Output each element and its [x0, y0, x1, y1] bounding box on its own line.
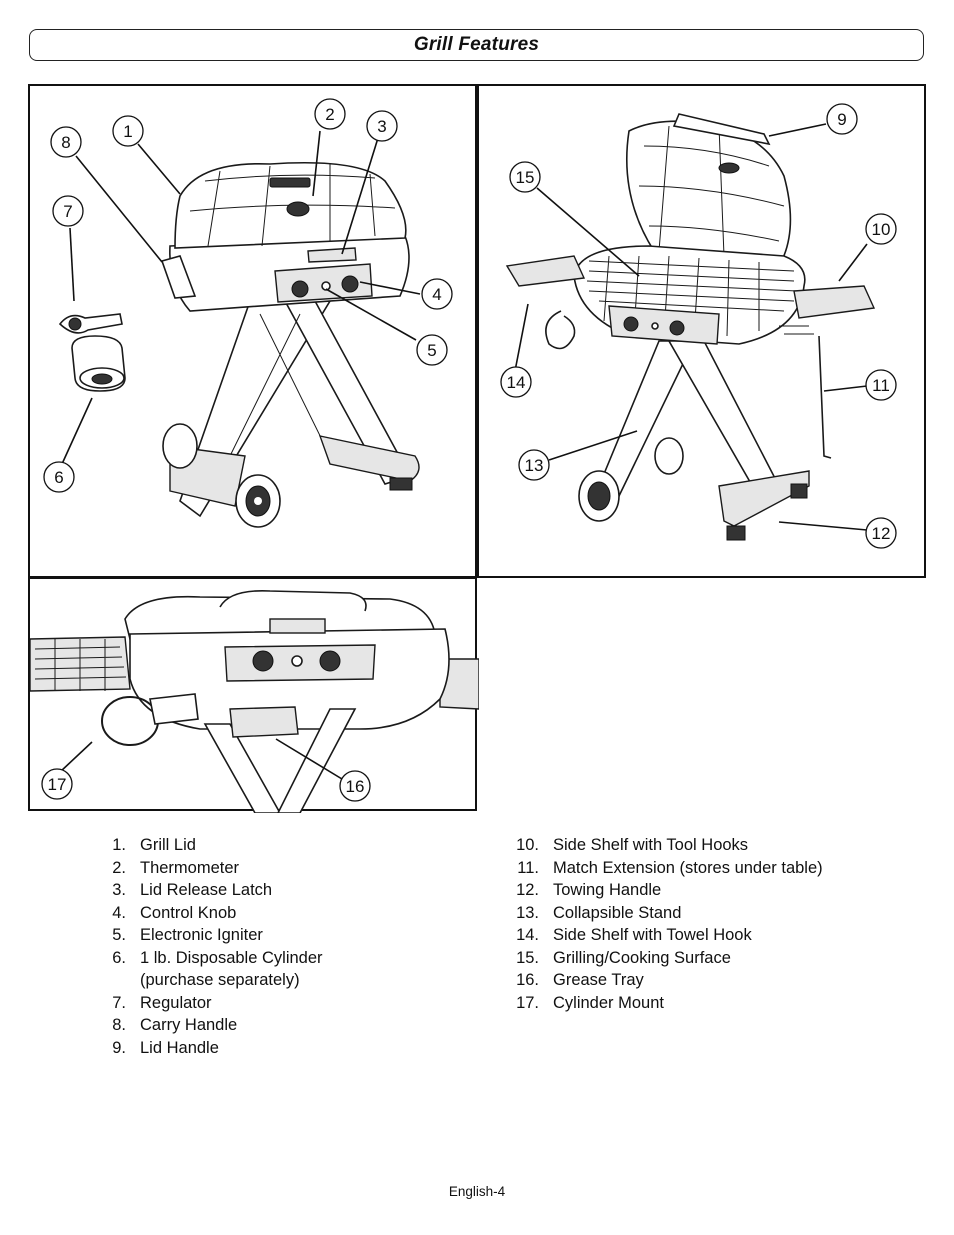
list-item: 17.Cylinder Mount	[516, 993, 664, 1012]
svg-text:4: 4	[432, 285, 441, 304]
svg-text:2: 2	[325, 105, 334, 124]
callout-side-shelf-towel-hook: 14	[500, 366, 532, 398]
callout-cooking-surface: 15	[509, 161, 541, 193]
svg-text:14: 14	[507, 373, 526, 392]
list-item: 2.Thermometer	[112, 858, 240, 877]
list-item: 16.Grease Tray	[516, 971, 644, 989]
callout-towing-handle: 12	[865, 517, 897, 549]
list-item: 3.Lid Release Latch	[112, 881, 273, 899]
svg-text:17: 17	[48, 775, 67, 794]
page-number: English-4	[448, 1184, 506, 1199]
svg-text:12: 12	[872, 524, 891, 543]
svg-text:10: 10	[872, 220, 891, 239]
section-title: Grill Features	[413, 34, 540, 55]
feature-list-right: 10.Side Shelf with Tool Hooks 11.Match E…	[505, 834, 823, 1014]
callout-cylinder-mount: 17	[41, 768, 73, 800]
callout-grill-lid: 1	[112, 115, 144, 147]
list-item: 6.1 lb. Disposable Cylinder	[112, 948, 323, 967]
figure-open-grill: 9 10 11 12 13 14 15	[477, 84, 926, 578]
callout-grease-tray: 16	[339, 770, 371, 802]
list-item: 9.Lid Handle	[112, 1038, 219, 1057]
svg-text:13: 13	[525, 456, 544, 475]
callout-control-knob: 4	[421, 278, 453, 310]
list-item: 12.Towing Handle	[516, 881, 662, 899]
list-item: 7.Regulator	[112, 993, 212, 1012]
svg-text:15: 15	[516, 168, 535, 187]
list-item: 1.Grill Lid	[112, 836, 196, 854]
svg-text:5: 5	[427, 341, 436, 360]
open-grill-illustration: 9 10 11 12 13 14 15	[500, 103, 897, 549]
closed-grill-illustration: 1 2 3 4 5 6 7 8	[43, 98, 453, 528]
callout-thermometer: 2	[314, 98, 346, 130]
figure-closed-grill: 1 2 3 4 5 6 7 8	[28, 84, 477, 578]
figure-grill-underside: 17 16	[28, 577, 479, 813]
svg-text:16: 16	[346, 777, 365, 796]
callout-lid-release-latch: 3	[366, 110, 398, 142]
svg-text:11: 11	[872, 376, 890, 395]
callout-side-shelf-tool-hooks: 10	[865, 213, 897, 245]
list-item: 8.Carry Handle	[112, 1016, 238, 1034]
list-item-continuation: (purchase separately)	[140, 971, 300, 989]
callout-collapsible-stand: 13	[518, 449, 550, 481]
svg-text:1: 1	[123, 122, 132, 141]
callout-match-extension: 11	[865, 369, 897, 401]
callout-carry-handle: 8	[50, 126, 82, 158]
svg-text:8: 8	[61, 133, 70, 152]
list-item: 13.Collapsible Stand	[516, 903, 682, 922]
feature-list-left: 1.Grill Lid 2.Thermometer 3.Lid Release …	[92, 834, 323, 1059]
section-header: Grill Features	[29, 29, 924, 61]
list-item: 4.Control Knob	[112, 903, 237, 922]
callout-disposable-cylinder: 6	[43, 461, 75, 493]
underside-illustration: 17 16	[30, 590, 479, 813]
list-item: 11.Match Extension (stores under table)	[517, 858, 823, 877]
svg-text:9: 9	[837, 110, 846, 129]
list-item: 10.Side Shelf with Tool Hooks	[516, 836, 749, 854]
list-item: 15.Grilling/Cooking Surface	[516, 948, 731, 967]
list-item: 5.Electronic Igniter	[112, 926, 263, 944]
callout-lid-handle: 9	[826, 103, 858, 135]
svg-text:6: 6	[54, 468, 63, 487]
callout-electronic-igniter: 5	[416, 334, 448, 366]
callout-regulator: 7	[52, 195, 84, 227]
svg-text:3: 3	[377, 117, 386, 136]
list-item: 14.Side Shelf with Towel Hook	[516, 926, 752, 944]
svg-text:7: 7	[63, 202, 72, 221]
